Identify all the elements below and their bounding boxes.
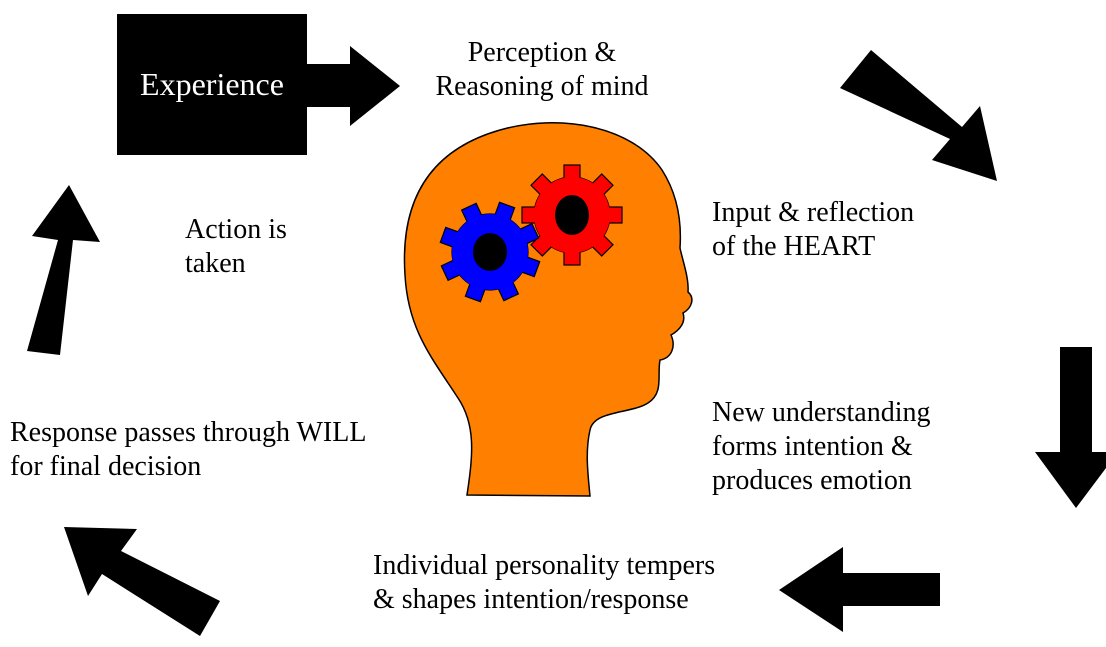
action-label: Action is taken: [185, 214, 287, 279]
arrow-experience-to-perception-icon: [307, 46, 400, 126]
heart-label: Input & reflection of the HEART: [712, 197, 915, 262]
arrow-personality-to-will-icon: [64, 527, 220, 636]
blue-gear-icon: [439, 201, 541, 303]
understanding-label: New understanding forms intention & prod…: [712, 397, 931, 496]
arrow-perception-to-heart-icon: [840, 50, 997, 181]
personality-label: Individual personality tempers & shapes …: [373, 550, 716, 615]
experience-label: Experience: [140, 66, 284, 102]
will-label: Response passes through WILL for final d…: [10, 417, 367, 482]
arrow-understanding-to-personality-icon: [779, 547, 940, 632]
experience-box: Experience: [117, 14, 307, 155]
arrow-heart-to-understanding-icon: [1035, 347, 1106, 508]
red-gear-icon: [521, 164, 623, 266]
perception-label: Perception & Reasoning of mind: [435, 37, 649, 102]
arrow-will-to-experience-icon: [27, 185, 100, 355]
head-icon: [403, 122, 693, 497]
